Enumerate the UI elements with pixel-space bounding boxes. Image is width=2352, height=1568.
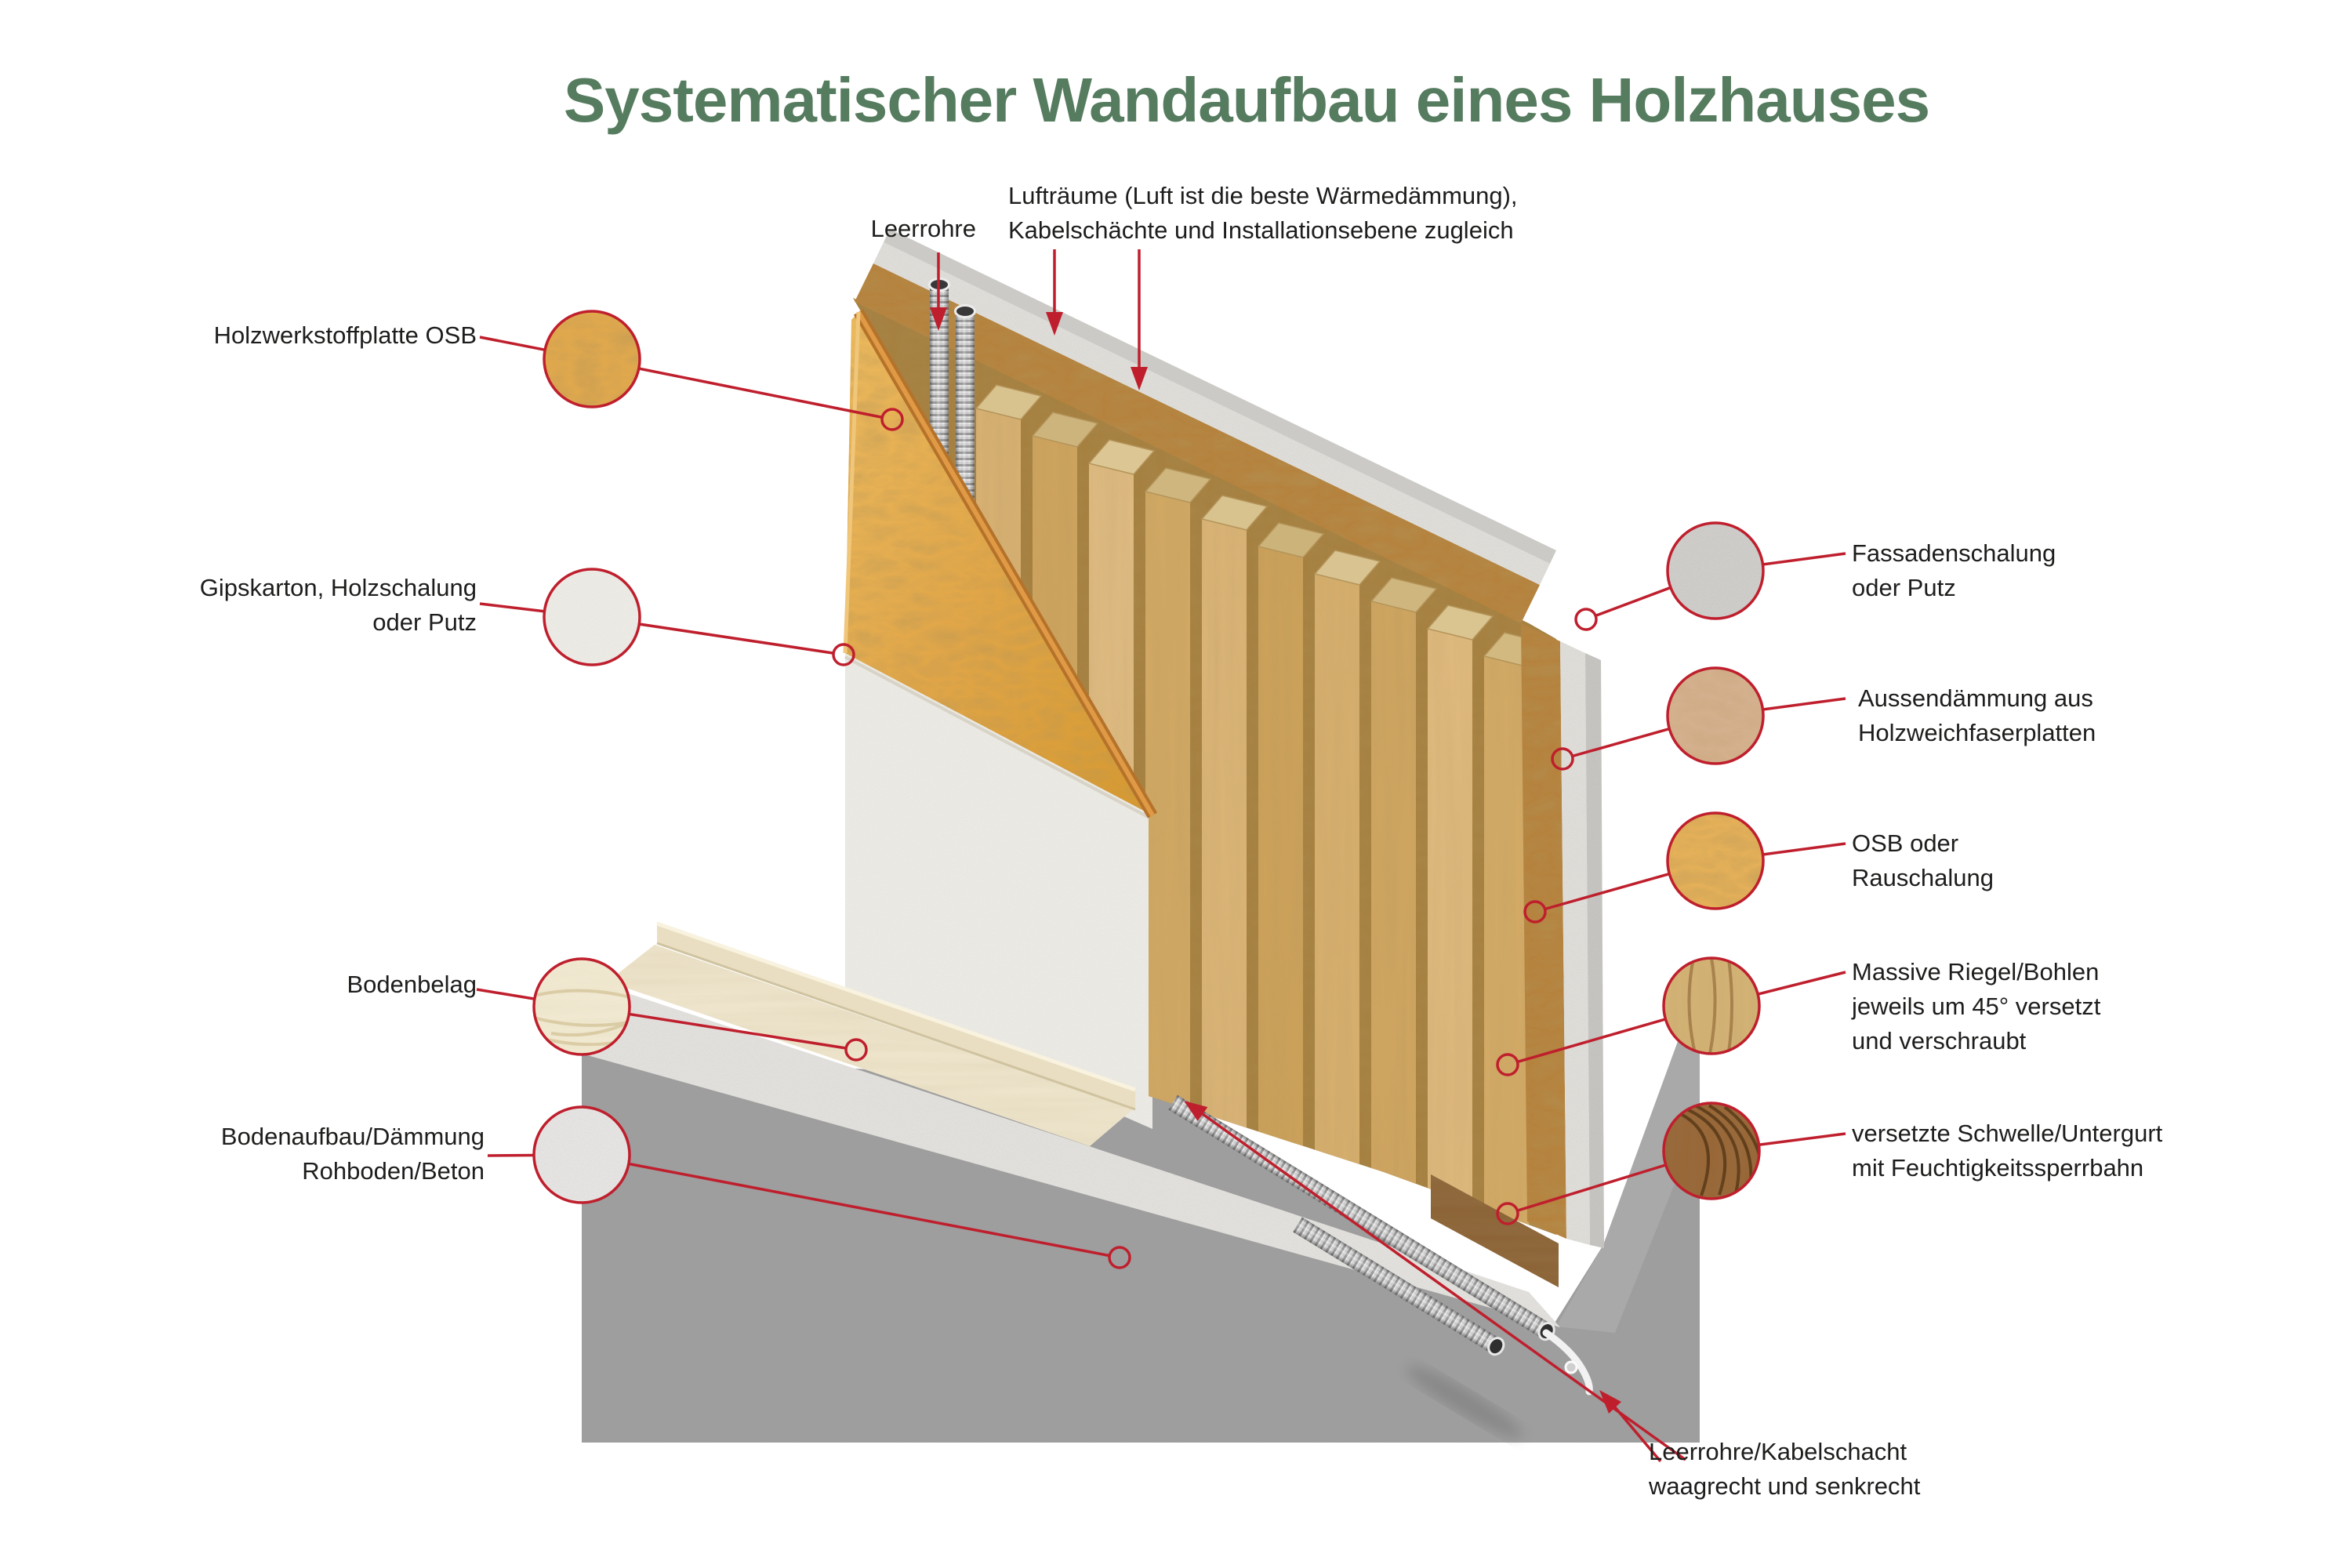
label-gipskarton: Gipskarton, Holzschalung oder Putz	[200, 571, 477, 640]
label-line: und verschraubt	[1852, 1027, 2027, 1054]
label-line: Kabelschächte und Installationsebene zug…	[1008, 216, 1514, 244]
exterior-insulation-layer	[873, 242, 1590, 1245]
swatch-pine	[1662, 956, 1761, 1055]
arrowhead-luftraum-1	[1046, 312, 1063, 336]
page-title: Systematischer Wandaufbau eines Holzhaus…	[563, 65, 1930, 135]
swatch-osb-rauschalung	[1666, 811, 1765, 910]
anchor-gipskarton	[832, 643, 855, 666]
label-fassadenschalung: Fassadenschalung oder Putz	[1852, 536, 2056, 605]
label-bodenbelag: Bodenbelag	[347, 967, 477, 1002]
callout-line-osb-panel	[479, 336, 883, 419]
label-holzwerkstoffplatte-osb: Holzwerkstoffplatte OSB	[214, 318, 477, 353]
swatch-wood-fibre	[1666, 666, 1765, 765]
swatch-render	[1666, 521, 1765, 620]
label-line: Bodenbelag	[347, 971, 477, 998]
label-line: Aussendämmung aus	[1858, 684, 2093, 712]
label-line: Gipskarton, Holzschalung	[199, 574, 477, 601]
label-line: mit Feuchtigkeitssperrbahn	[1852, 1154, 2144, 1181]
cable-pipe-end	[1542, 1329, 1593, 1396]
arrowhead-kabelschacht-long	[1184, 1101, 1208, 1121]
schwelle-beam	[1431, 1174, 1559, 1287]
label-leerrohre-top: Leerrohre	[871, 212, 976, 246]
label-line: jeweils um 45° versetzt	[1852, 993, 2101, 1020]
label-line: Lufträume (Luft ist die beste Wärmedämmu…	[1008, 182, 1518, 209]
label-line: waagrecht und senkrecht	[1649, 1472, 1921, 1500]
label-line: Leerrohre/Kabelschacht	[1649, 1438, 1907, 1465]
anchor-osb-panel	[880, 408, 904, 431]
label-line: Rohboden/Beton	[302, 1157, 485, 1185]
label-line: OSB oder	[1852, 829, 1959, 857]
label-line: oder Putz	[372, 608, 477, 636]
callout-arrowheads	[930, 307, 1621, 1414]
label-schwelle: versetzte Schwelle/Untergurt mit Feuchti…	[1852, 1116, 2162, 1185]
anchor-osb-rauschalung	[1523, 900, 1547, 924]
label-line: Rauschalung	[1852, 864, 1994, 891]
swatch-plaster	[543, 568, 641, 666]
osb-panel	[843, 309, 1158, 818]
swatch-floor-wood	[532, 957, 631, 1056]
anchor-bodenaufbau	[1108, 1246, 1131, 1269]
cable-pipe-opening	[1564, 1360, 1578, 1374]
anchor-schwelle	[1496, 1202, 1519, 1225]
label-bodenaufbau: Bodenaufbau/Dämmung Rohboden/Beton	[221, 1120, 485, 1189]
plaster-wall-face	[844, 653, 1153, 1129]
label-line: Fassadenschalung	[1852, 539, 2056, 567]
anchor-fassade	[1574, 608, 1598, 631]
anchor-aussendaemmung	[1551, 747, 1574, 771]
arrowhead-leerrohre	[930, 307, 947, 331]
label-line: Holzwerkstoffplatte OSB	[213, 321, 477, 349]
wood-floor	[608, 921, 1136, 1146]
arrowhead-luftraum-2	[1131, 367, 1148, 390]
osb-sheathing-layer	[855, 263, 1566, 1239]
swatch-osb-panel	[543, 310, 641, 408]
label-osb-rauschalung: OSB oder Rauschalung	[1852, 826, 1994, 895]
label-leerrohre-kabelschacht: Leerrohre/Kabelschacht waagrecht und sen…	[1649, 1435, 1920, 1504]
conduit-horizontal-2	[1293, 1217, 1505, 1356]
label-line: oder Putz	[1852, 574, 1956, 601]
plank-tops	[975, 384, 1551, 668]
swatch-dark-wood	[1662, 1102, 1761, 1200]
anchor-rings	[832, 408, 1598, 1269]
callout-line-gipskarton	[479, 602, 834, 655]
label-line: Leerrohre	[870, 215, 976, 242]
label-line: Holzweichfaserplatten	[1858, 719, 2096, 746]
label-luftraeume: Lufträume (Luft ist die beste Wärmedämmu…	[1008, 179, 1518, 248]
label-line: versetzte Schwelle/Untergurt	[1852, 1120, 2163, 1147]
label-line: Bodenaufbau/Dämmung	[220, 1123, 485, 1150]
conduit-shadow	[1406, 1366, 1523, 1438]
arrowhead-kabelschacht-short	[1599, 1390, 1621, 1414]
label-aussendaemmung: Aussendämmung aus Holzweichfaserplatten	[1858, 681, 2096, 750]
label-massive-riegel: Massive Riegel/Bohlen jeweils um 45° ver…	[1852, 955, 2100, 1058]
arrow-line-kabelschacht-short	[1613, 1406, 1662, 1463]
anchor-bodenbelag	[844, 1038, 868, 1062]
anchor-massive-riegel	[1496, 1053, 1519, 1076]
baseboard	[657, 922, 1135, 1109]
swatch-eps-insulation	[532, 1105, 631, 1204]
label-line: Massive Riegel/Bohlen	[1852, 958, 2100, 985]
